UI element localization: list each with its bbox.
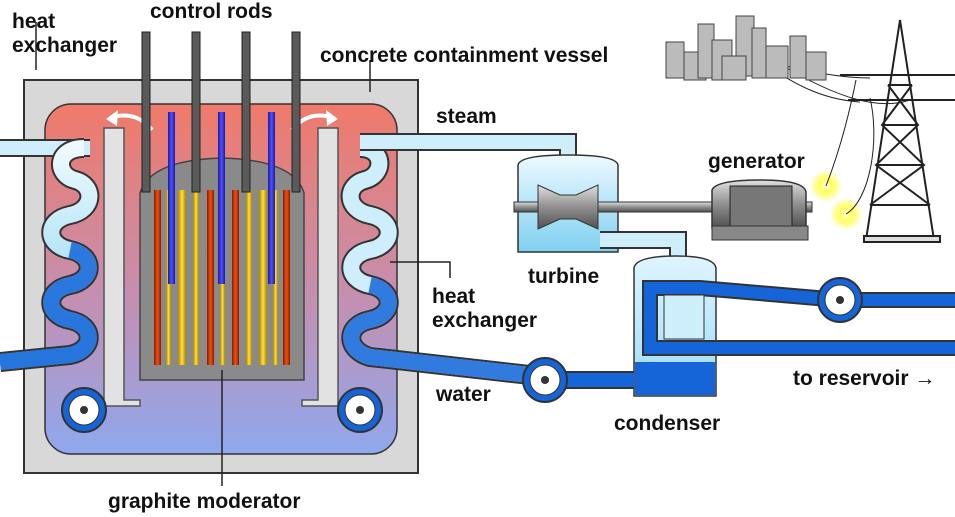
right-baffle [301, 127, 339, 407]
condenser-tubes [663, 294, 705, 340]
label-control-rods: control rods [150, 0, 273, 23]
control-rods [141, 31, 301, 193]
pump-icon [522, 357, 568, 403]
label-water: water [436, 383, 491, 406]
power-pylon-icon [840, 19, 955, 243]
label-heat-exchanger-left: heat exchanger [12, 10, 118, 57]
pump-icon [337, 387, 383, 433]
label-steam: steam [436, 105, 497, 128]
pump-icon [61, 387, 107, 433]
label-graphite-moderator: graphite moderator [108, 490, 301, 513]
flow-arrowhead-right [326, 110, 338, 126]
pump-icon [817, 277, 863, 323]
turbine-shaft [513, 201, 813, 213]
generator-base [711, 225, 809, 241]
label-to-reservoir: to reservoir → [793, 367, 936, 390]
label-heat-exchanger-right: heat exchanger [432, 285, 538, 332]
turbine-rotor [537, 184, 599, 230]
label-generator: generator [708, 150, 805, 173]
control-rod-absorbers [168, 112, 275, 284]
label-containment-vessel: concrete containment vessel [320, 44, 609, 67]
leader-lines [35, 22, 451, 486]
flow-arrowhead-left [106, 110, 118, 126]
condenser-water [635, 362, 715, 395]
city-buildings-icon [665, 15, 827, 81]
label-condenser: condenser [614, 412, 721, 435]
label-turbine: turbine [528, 265, 600, 288]
